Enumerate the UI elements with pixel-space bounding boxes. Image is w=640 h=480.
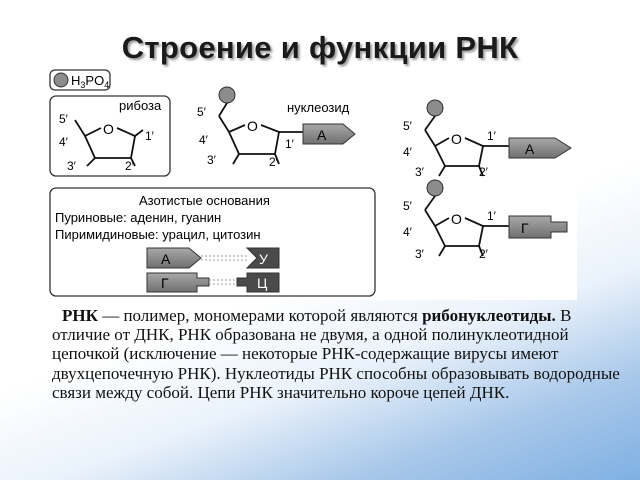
phosphate-label: H3PO4 [71,73,109,90]
description-rest: В отличие от ДНК, РНК образована не двум… [52,306,620,402]
carbon-label-2: 2′ [269,155,279,169]
nucleoside-label: нуклеозид [287,100,350,115]
carbon-label-4: 4′ [59,135,69,149]
carbon-label-3: 3′ [67,159,77,173]
phosphate-icon [426,179,444,197]
base-pair-au: А У [146,247,280,269]
term-rna: РНК [62,306,98,325]
carbon-label-5: 5′ [403,119,413,133]
base-adenine-shape: А [302,123,356,145]
carbon-label-1: 1′ [285,137,295,151]
nucleoside-group: нуклеозид O 5′ 4′ 3′ 2′ 1′ А [197,86,372,169]
phosphate-legend: H3PO4 [49,69,111,91]
carbon-label-1: 1′ [487,129,497,143]
base-pair-gc: Г Ц [146,272,280,293]
ring-oxygen: O [451,211,462,227]
carbon-label-4: 4′ [199,133,209,147]
definition-text: — полимер, мономерами которой являются [97,306,423,325]
ring-oxygen: O [451,131,462,147]
nucleotide-guanine: O 5′ 4′ 3′ 2′ 1′ Г [403,179,568,261]
base-g-label: Г [161,275,169,291]
ring-oxygen: O [103,121,114,137]
carbon-label-3: 3′ [207,153,217,167]
carbon-label-2: 2′ [479,165,489,179]
slide-title: Строение и функции РНК [121,30,519,65]
ribose-label: рибоза [119,98,162,113]
carbon-label-3: 3′ [415,165,425,179]
carbon-label-3: 3′ [415,247,425,261]
nucleotide-adenine: O 5′ 4′ 3′ 2′ 1′ А [403,99,572,179]
description-paragraph: РНК — полимер, мономерами которой являют… [52,306,624,402]
base-a-label: А [161,251,171,267]
ribose-box: рибоза O 5′ 4′ 3′ 2′ 1′ [49,95,171,177]
carbon-label-1: 1′ [145,129,155,143]
ribose-ring [74,119,144,167]
carbon-label-4: 4′ [403,225,413,239]
phosphate-icon [426,99,444,117]
monomers-term: рибонуклеотиды. [422,306,556,325]
base-a-label: А [525,141,535,157]
carbon-label-4: 4′ [403,145,413,159]
bases-title: Азотистые основания [139,193,270,208]
carbon-label-5: 5′ [59,112,69,126]
base-a-label: А [317,127,327,143]
carbon-label-2: 2′ [125,159,135,173]
phosphate-icon [53,72,69,88]
pyrimidines-line: Пиримидиновые: урацил, цитозин [55,227,261,242]
phosphate-icon [218,86,236,104]
carbon-label-1: 1′ [487,209,497,223]
rna-structure-diagram: H3PO4 рибоза O 5′ 4′ 3′ 2′ 1′ н [47,68,577,300]
carbon-label-5: 5′ [197,105,207,119]
base-u-label: У [259,251,268,267]
ring-oxygen: O [247,118,258,134]
base-c-label: Ц [257,275,268,291]
base-g-label: Г [521,220,529,236]
nitrogen-bases-box: Азотистые основания Пуриновые: аденин, г… [49,187,376,297]
purines-line: Пуриновые: аденин, гуанин [55,210,221,225]
carbon-label-2: 2′ [479,247,489,261]
carbon-label-5: 5′ [403,199,413,213]
